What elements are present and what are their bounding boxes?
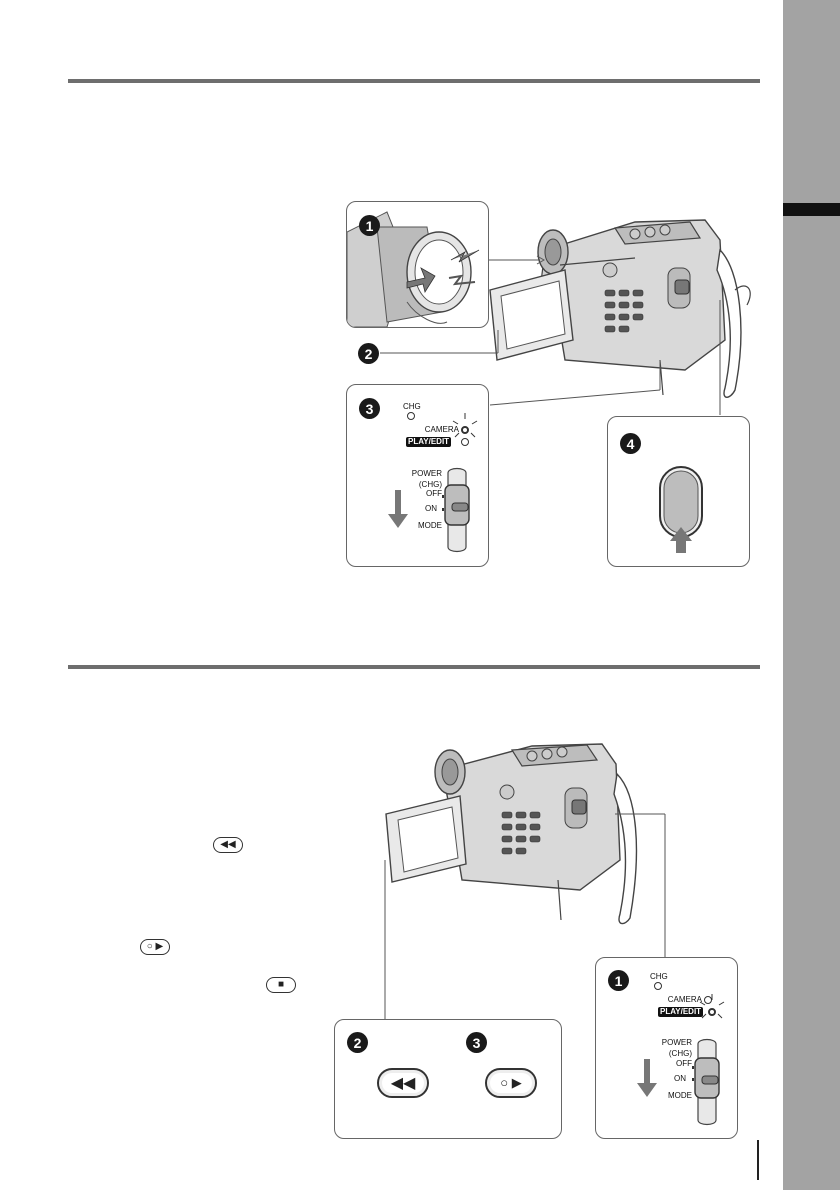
camcorder-illustration-bottom — [385, 743, 638, 925]
step-number: 2 — [347, 1032, 368, 1053]
chg-lamp — [407, 412, 415, 420]
chg-label: CHG — [650, 972, 668, 981]
connector-lines-top — [380, 255, 721, 415]
section-rule-top — [68, 79, 760, 83]
side-tab — [783, 0, 840, 1190]
power-label: POWER — [411, 469, 442, 478]
lens-cap-illustration — [347, 211, 480, 327]
side-tab-marker — [783, 203, 840, 216]
camcorder-illustration-top — [489, 219, 751, 398]
slide-down-arrow-icon — [388, 490, 408, 528]
off-label: OFF — [426, 489, 442, 498]
on-label: ON — [674, 1074, 686, 1083]
step-number: 1 — [608, 970, 629, 991]
power-switch-icon — [442, 467, 470, 553]
power-switch-icon — [692, 1038, 720, 1126]
step-1-panel: 1 — [346, 201, 489, 328]
playback-step-1-panel: 1 CHG CAMERA PLAY/EDIT POWER (CHG) OFF O… — [595, 957, 738, 1139]
lamp-glow-icon — [452, 413, 478, 438]
step-3-panel: 3 CHG CAMERA PLAY/EDIT POWER (CHG) OFF O… — [346, 384, 489, 567]
play-icon: ○ ▶ — [140, 939, 170, 955]
connector-lines-bottom — [384, 813, 666, 1020]
step-number: 3 — [466, 1032, 487, 1053]
play-edit-label: PLAY/EDIT — [658, 1007, 704, 1017]
power-label: POWER — [661, 1038, 692, 1047]
page-edge-line — [757, 1140, 759, 1180]
mode-label: MODE — [668, 1091, 692, 1100]
on-label: ON — [425, 504, 437, 513]
section-rule-bottom — [68, 665, 760, 669]
play-edit-label: PLAY/EDIT — [406, 437, 452, 447]
start-stop-button-icon — [659, 466, 703, 553]
camera-label: CAMERA — [667, 995, 702, 1004]
slide-down-arrow-icon — [637, 1059, 657, 1097]
off-label: OFF — [676, 1059, 692, 1068]
step-number: 4 — [620, 433, 641, 454]
chg-label: CHG — [403, 402, 421, 411]
rewind-icon: ◀◀ — [213, 837, 243, 853]
camera-lamp-lit — [461, 426, 469, 434]
power-sub-label: (CHG) — [418, 480, 442, 489]
step-2-marker: 2 — [358, 343, 379, 364]
power-sub-label: (CHG) — [668, 1049, 692, 1058]
step-number: 3 — [359, 398, 380, 419]
play-edit-lamp-lit — [708, 1008, 716, 1016]
playback-step-2-3-panel: 2 3 ◀◀ ○ ▶ — [334, 1019, 562, 1139]
step-4-panel: 4 — [607, 416, 750, 567]
chg-lamp — [654, 982, 662, 990]
lamp-glow-icon — [699, 994, 725, 1019]
step-number: 1 — [359, 215, 380, 236]
stop-icon: ■ — [266, 977, 296, 993]
play-button-icon: ○ ▶ — [485, 1068, 537, 1098]
rewind-button-icon: ◀◀ — [377, 1068, 429, 1098]
play-edit-lamp — [461, 438, 469, 446]
mode-label: MODE — [418, 521, 442, 530]
camera-label: CAMERA — [424, 425, 459, 434]
